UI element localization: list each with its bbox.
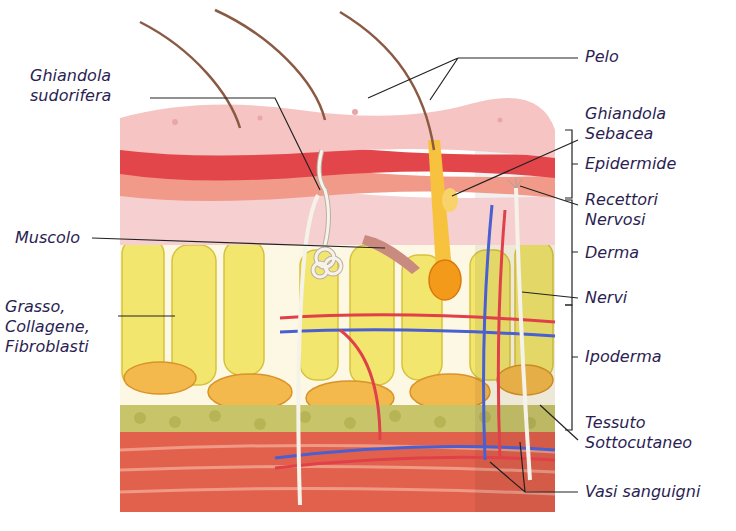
part-label: Ipoderma	[585, 347, 662, 367]
part-label: Ghiandola Sebacea	[585, 104, 695, 144]
sweat-gland	[313, 150, 341, 277]
hair-bulb	[429, 260, 461, 300]
part-label: Nervi	[585, 288, 627, 308]
pores	[172, 109, 503, 125]
part-label: Muscolo	[15, 228, 80, 248]
part-label: Pelo	[585, 47, 619, 67]
part-label: Recettori Nervosi	[585, 190, 695, 230]
part-label: Tessuto Sottocutaneo	[585, 413, 725, 453]
blood-vessels	[275, 205, 555, 468]
sweat-gland-core	[313, 150, 341, 277]
skin-surface	[120, 98, 555, 158]
arrector-muscle	[362, 235, 420, 274]
part-label: Vasi sanguigni	[585, 482, 700, 502]
part-label: Derma	[585, 243, 639, 263]
leader-lines	[92, 58, 578, 492]
nerves	[298, 188, 530, 505]
sebaceous-gland	[442, 188, 458, 212]
part-label: Epidermide	[585, 154, 676, 174]
part-label: Grasso, Collagene, Fibroblasti	[5, 297, 115, 357]
part-label: Ghiandola sudorifera	[30, 66, 148, 106]
hairs	[140, 10, 434, 150]
